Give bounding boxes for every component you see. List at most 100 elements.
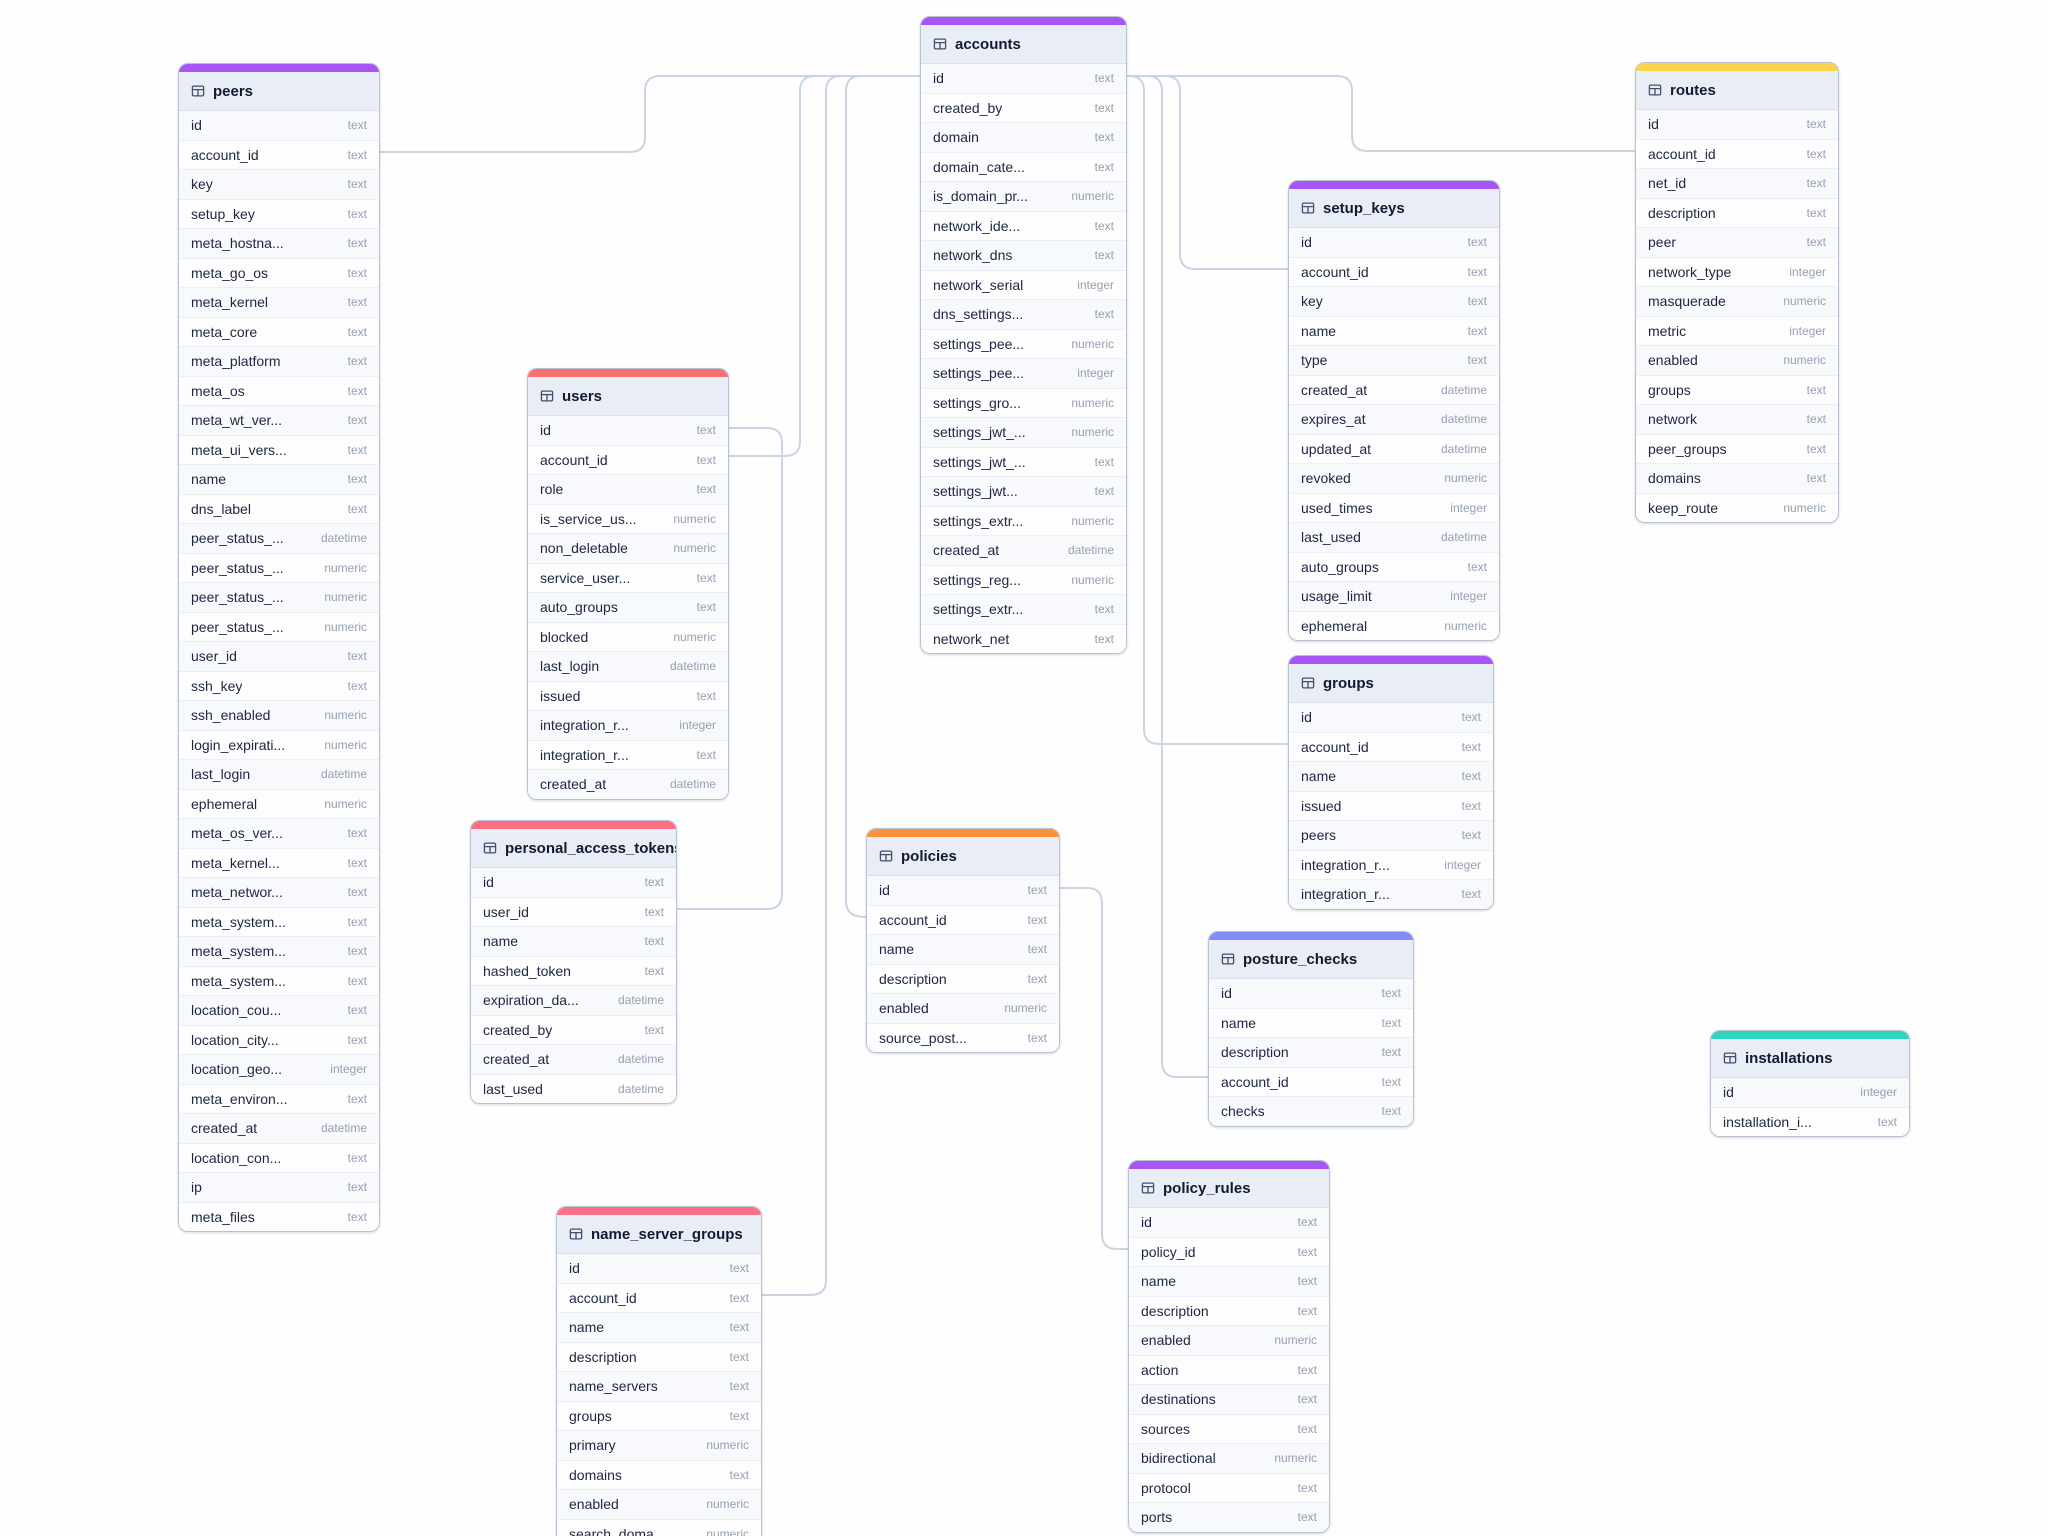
table-header[interactable]: users xyxy=(528,377,728,416)
field-type: numeric xyxy=(1071,513,1114,528)
table-header[interactable]: peers xyxy=(179,72,379,111)
field-name: domains xyxy=(569,1466,622,1483)
table-header[interactable]: accounts xyxy=(921,25,1126,64)
table-header[interactable]: installations xyxy=(1711,1039,1909,1078)
field-name: groups xyxy=(1648,381,1691,398)
field-name: account_id xyxy=(1221,1073,1289,1090)
field-type: text xyxy=(1381,986,1401,1001)
table-accent-bar xyxy=(471,821,676,829)
table-row: settings_pee...integer xyxy=(921,358,1126,388)
table-header[interactable]: setup_keys xyxy=(1289,189,1499,228)
field-name: bidirectional xyxy=(1141,1450,1216,1467)
field-type: numeric xyxy=(1071,572,1114,587)
field-name: meta_files xyxy=(191,1208,255,1225)
field-type: text xyxy=(1027,971,1047,986)
table-title: policies xyxy=(901,847,957,865)
table-header[interactable]: groups xyxy=(1289,664,1493,703)
field-name: settings_jwt_... xyxy=(933,424,1026,441)
field-name: meta_core xyxy=(191,323,258,340)
field-type: text xyxy=(1094,71,1114,86)
table-row: source_post...text xyxy=(867,1022,1059,1052)
table-icon xyxy=(1301,201,1315,215)
field-name: source_post... xyxy=(879,1029,967,1046)
table-header[interactable]: posture_checks xyxy=(1209,940,1413,979)
field-name: location_con... xyxy=(191,1149,282,1166)
table-row: integration_r...integer xyxy=(528,710,728,740)
table-title: posture_checks xyxy=(1243,950,1358,968)
table-title: users xyxy=(562,387,603,405)
field-type: integer xyxy=(1789,323,1826,338)
table-row: meta_wt_ver...text xyxy=(179,405,379,435)
table-row: is_service_us...numeric xyxy=(528,503,728,533)
field-name: keep_route xyxy=(1648,499,1719,516)
field-name: name xyxy=(1141,1273,1177,1290)
table-header[interactable]: personal_access_tokens xyxy=(471,829,676,868)
field-name: groups xyxy=(569,1407,612,1424)
field-type: text xyxy=(347,914,367,929)
field-type: numeric xyxy=(1071,336,1114,351)
field-type: text xyxy=(729,1379,749,1394)
table-header[interactable]: name_server_groups xyxy=(557,1215,761,1254)
field-type: text xyxy=(729,1408,749,1423)
field-name: id xyxy=(483,874,494,891)
table-title: routes xyxy=(1670,81,1716,99)
field-name: settings_gro... xyxy=(933,394,1021,411)
field-name: id xyxy=(191,117,202,134)
field-type: numeric xyxy=(1274,1451,1317,1466)
field-name: account_id xyxy=(879,911,947,928)
field-type: datetime xyxy=(617,1081,664,1096)
table-title: setup_keys xyxy=(1323,199,1405,217)
table-icon xyxy=(1301,676,1315,690)
field-name: peer_status_... xyxy=(191,589,284,606)
table-row: network_ide...text xyxy=(921,210,1126,240)
table-header[interactable]: policies xyxy=(867,837,1059,876)
field-type: text xyxy=(1297,1480,1317,1495)
field-name: account_id xyxy=(540,451,608,468)
table-accent-bar xyxy=(1636,63,1838,71)
field-type: integer xyxy=(679,718,716,733)
field-type: text xyxy=(1381,1074,1401,1089)
field-type: numeric xyxy=(706,1526,749,1536)
table-row: meta_os_ver...text xyxy=(179,818,379,848)
field-type: datetime xyxy=(617,993,664,1008)
table-row: service_user...text xyxy=(528,562,728,592)
field-name: meta_os xyxy=(191,382,245,399)
field-name: name xyxy=(569,1319,605,1336)
field-type: text xyxy=(644,934,664,949)
field-type: datetime xyxy=(1067,543,1114,558)
table-header[interactable]: routes xyxy=(1636,71,1838,110)
table-accent-bar xyxy=(1289,656,1493,664)
table-header[interactable]: policy_rules xyxy=(1129,1169,1329,1208)
field-type: text xyxy=(1094,248,1114,263)
field-type: text xyxy=(1297,1303,1317,1318)
field-type: datetime xyxy=(320,1121,367,1136)
field-name: domains xyxy=(1648,470,1701,487)
